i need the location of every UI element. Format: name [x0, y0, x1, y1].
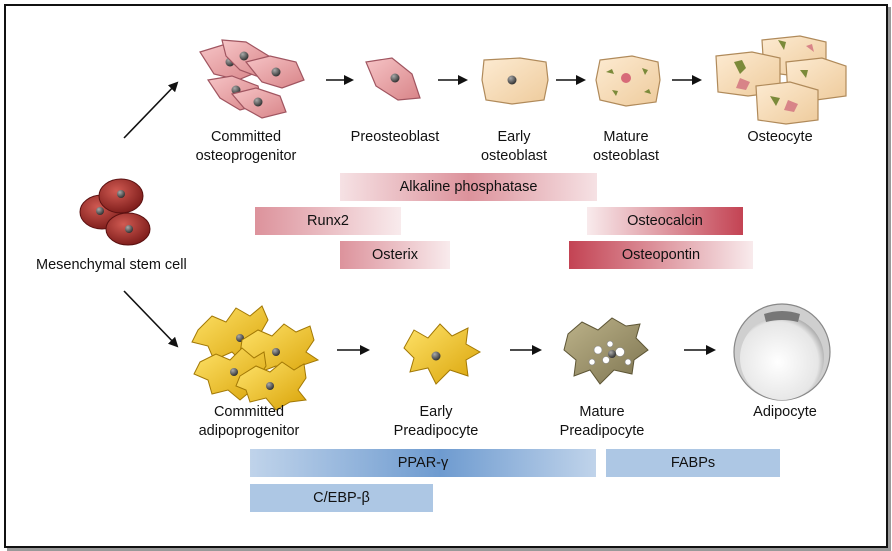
marker-fabps: FABPs — [606, 449, 780, 477]
marker-osteopontin: Osteopontin — [569, 241, 753, 269]
marker-osterix: Osterix — [340, 241, 450, 269]
adipocyte-icon — [733, 303, 831, 401]
stage-label-preosteoblast: Preosteoblast — [350, 129, 440, 145]
branch-arrows — [123, 81, 179, 348]
early-osteoblast-icon — [481, 57, 549, 105]
mesenchymal-stem-cell-icon — [79, 178, 151, 246]
committed-osteoprogenitor-icon — [199, 39, 305, 119]
mature-osteoblast-icon — [595, 55, 661, 107]
marker-runx2: Runx2 — [255, 207, 401, 235]
stage-label-adipocyte: Adipocyte — [753, 404, 817, 420]
marker-cebp-beta: C/EBP-β — [250, 484, 433, 512]
preosteoblast-icon — [365, 57, 421, 101]
marker-osteocalcin: Osteocalcin — [587, 207, 743, 235]
early-preadipocyte-icon — [403, 323, 482, 385]
mature-preadipocyte-icon — [563, 317, 649, 385]
marker-alkaline-phosphatase: Alkaline phosphatase — [340, 173, 597, 201]
osteocyte-icon — [715, 35, 847, 125]
stage-label-osteocyte: Osteocyte — [747, 129, 813, 145]
committed-adipoprogenitor-icon — [191, 305, 320, 411]
marker-ppar-gamma: PPAR-γ — [250, 449, 596, 477]
mesenchymal-stem-cell-label: Mesenchymal stem cell — [36, 257, 187, 273]
